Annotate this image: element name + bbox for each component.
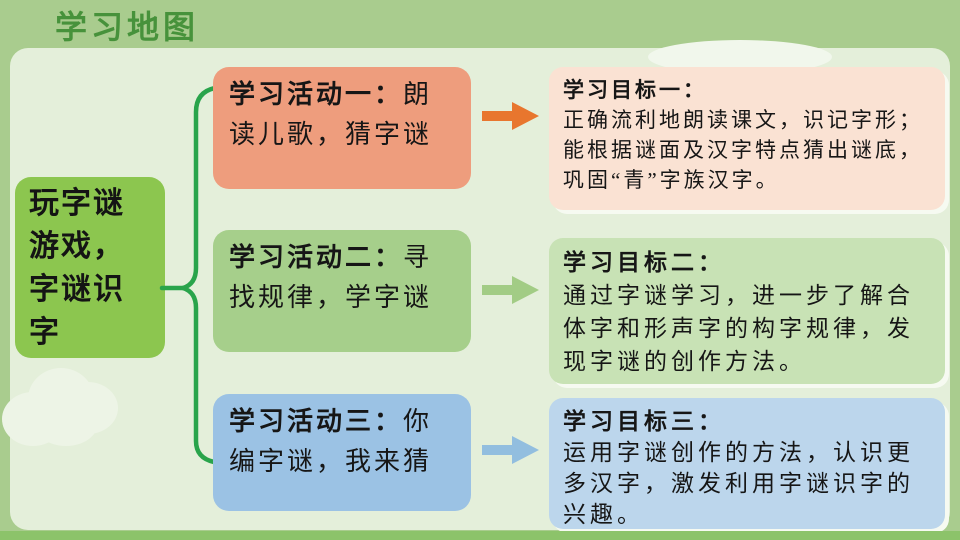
activity-3-body: 你编字谜，我来猜 [229, 407, 433, 476]
goal-3-header: 学习目标三： [563, 409, 725, 434]
activity-1-box: 学习活动一：朗读儿歌，猜字谜 [213, 67, 471, 189]
arrow-right-icon [482, 276, 539, 304]
activity-1-header: 学习活动一： [229, 80, 404, 109]
activity-2-body: 寻找规律，学字谜 [229, 243, 433, 312]
arrow-right-icon [482, 102, 539, 130]
root-node-label: 玩字谜游戏，字谜识字 [29, 187, 125, 349]
root-node: 玩字谜游戏，字谜识字 [15, 177, 165, 358]
cloud-decoration [34, 400, 98, 446]
goal-1-body: 正确流利地朗读课文，识记字形；能根据谜面及汉字特点猜出谜底，巩固“青”字族汉字。 [563, 108, 923, 192]
activity-2-header: 学习活动二： [229, 243, 404, 272]
goal-2-box: 学习目标二： 通过字谜学习，进一步了解合体字和形声字的构字规律，发现字谜的创作方… [549, 238, 945, 384]
goal-2-body: 通过字谜学习，进一步了解合体字和形声字的构字规律，发现字谜的创作方法。 [563, 283, 914, 374]
goal-1-box: 学习目标一： 正确流利地朗读课文，识记字形；能根据谜面及汉字特点猜出谜底，巩固“… [549, 67, 945, 210]
arrow-right-icon [482, 436, 539, 464]
goal-1-header: 学习目标一： [563, 78, 707, 102]
activity-3-header: 学习活动三： [229, 407, 404, 436]
curly-brace-connector-icon [159, 85, 218, 465]
goal-2-header: 学习目标二： [563, 250, 725, 275]
bottom-accent-bar [0, 531, 960, 540]
goal-3-body: 运用字谜创作的方法，认识更多汉字，激发利用字谜识字的兴趣。 [563, 440, 914, 527]
activity-3-box: 学习活动三：你编字谜，我来猜 [213, 394, 471, 511]
page-title: 学习地图 [55, 9, 200, 45]
activity-2-box: 学习活动二：寻找规律，学字谜 [213, 230, 471, 352]
goal-3-box: 学习目标三： 运用字谜创作的方法，认识更多汉字，激发利用字谜识字的兴趣。 [549, 398, 945, 529]
activity-1-body: 朗读儿歌，猜字谜 [229, 80, 433, 149]
